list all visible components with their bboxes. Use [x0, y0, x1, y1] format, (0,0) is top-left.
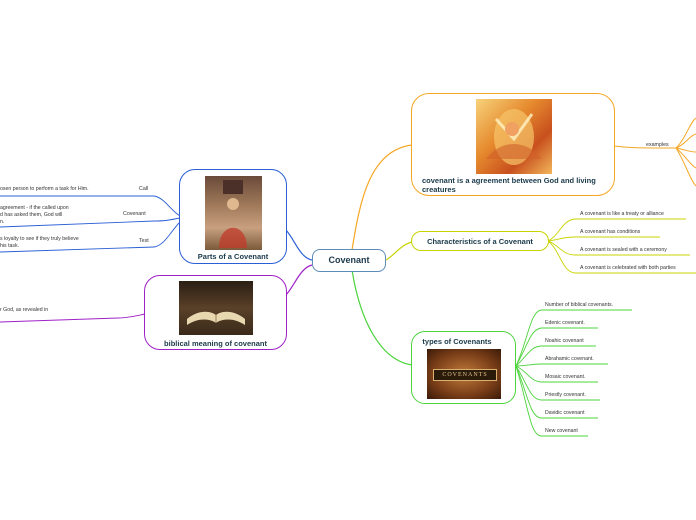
char-item-1: A covenant is like a treaty or alliance — [580, 211, 664, 217]
type-item-5: Mosaic covenant. — [545, 374, 586, 380]
type-item-4: Abrahamic covenant. — [545, 356, 594, 362]
covenants-image: COVENANTS — [427, 349, 501, 399]
examples-label: examples — [646, 142, 669, 148]
central-label: Covenant — [328, 255, 370, 265]
parts-call-text: osen person to perform a task for Him. — [0, 186, 89, 192]
char-item-3: A covenant is sealed with a ceremony — [580, 247, 667, 253]
type-item-1: Number of biblical covenants. — [545, 302, 614, 308]
type-item-2: Edenic covenant. — [545, 320, 585, 326]
parts-image — [205, 176, 262, 250]
open-book-icon — [187, 311, 245, 325]
parts-title: Parts of a Covenant — [197, 252, 269, 261]
connector-parts — [285, 229, 313, 261]
connector-agreement — [351, 144, 413, 251]
characteristics-title: Characteristics of a Covenant — [427, 237, 533, 246]
connector-examples — [613, 145, 677, 149]
moses-icon — [219, 180, 247, 248]
connector-characteristics — [385, 241, 413, 261]
parts-test-label: Test — [139, 238, 149, 244]
angel-image — [476, 99, 552, 174]
type-item-6: Priestly covenant. — [545, 392, 586, 398]
connector-types — [351, 269, 413, 366]
type-item-8: New covenant — [545, 428, 578, 434]
biblical-title: biblical meaning of covenant — [164, 339, 267, 348]
covenants-image-text: COVENANTS — [433, 369, 497, 381]
biblical-node[interactable]: biblical meaning of covenant — [144, 275, 287, 350]
char-item-2: A covenant has conditions — [580, 229, 641, 235]
parts-call-label: Call — [139, 186, 149, 192]
parts-covenant-label: Covenant — [123, 211, 146, 217]
biblical-item-1: r God, as revealed in — [0, 307, 49, 313]
parts-covenant-text: agreement - if the called upon d has ask… — [0, 205, 69, 225]
parts-node[interactable]: Parts of a Covenant — [179, 169, 287, 264]
connector-biblical — [285, 264, 313, 296]
angel-icon — [486, 109, 542, 165]
char-item-4: A covenant is celebrated with both parti… — [580, 265, 676, 271]
types-title: types of Covenants — [422, 337, 492, 346]
type-item-3: Noahic covenant — [545, 338, 584, 344]
agreement-node[interactable]: covenant is a agreement between God and … — [411, 93, 615, 196]
types-node[interactable]: types of Covenants COVENANTS — [411, 331, 516, 404]
parts-test-text: s loyalty to see if they truly believe h… — [0, 236, 79, 249]
agreement-title: covenant is a agreement between God and … — [422, 176, 596, 194]
characteristics-node[interactable]: Characteristics of a Covenant — [411, 231, 549, 251]
central-node[interactable]: Covenant — [312, 249, 386, 272]
type-item-7: Davidic covenant — [545, 410, 585, 416]
bible-image — [179, 281, 253, 335]
